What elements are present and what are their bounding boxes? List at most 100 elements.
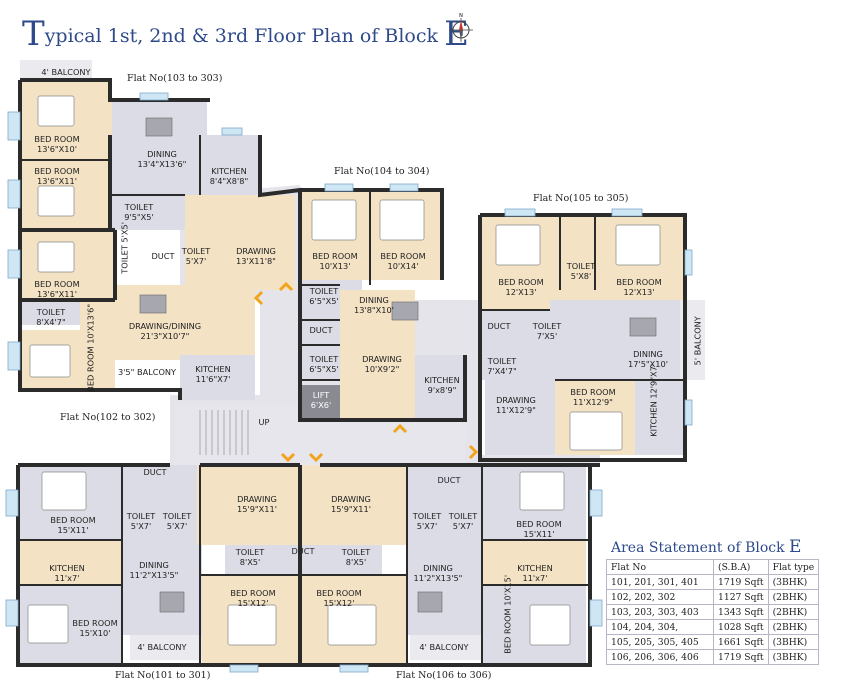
bedroom-label: BED ROOM 12'X13': [616, 277, 662, 297]
table-cell: (2BHK): [767, 589, 820, 605]
flat-label-101: Flat No(101 to 301): [115, 670, 211, 681]
balcony-label: 4' BALCONY: [137, 642, 187, 652]
table-cell: 103, 203, 303, 403: [606, 604, 714, 620]
toilet-label: TOILET 8'X5': [341, 547, 371, 567]
table-cell: 106, 206, 306, 406: [606, 649, 714, 665]
balcony-label: 4' BALCONY: [41, 67, 91, 77]
flat-label-104: Flat No(104 to 304): [334, 166, 430, 177]
duct-label: DUCT: [143, 467, 167, 477]
toilet-label: TOILET 5'X7': [162, 511, 192, 531]
toilet-label: TOILET 9'5"X5': [124, 202, 154, 222]
kitchen-label: KITCHEN 11'x7': [49, 563, 85, 583]
area-statement-table: Flat No (S.B.A) Flat type 101, 201, 301,…: [606, 559, 820, 665]
kitchen-label: KITCHEN 9'x8'9": [424, 375, 460, 395]
drawing-dining-label: DRAWING/DINING 21'3"X10'7": [128, 321, 202, 341]
table-cell: 1719 Sqft: [713, 574, 769, 590]
drawing-label: DRAWING 11'X12'9": [496, 395, 536, 415]
balcony-label: 3'5" BALCONY: [117, 367, 177, 377]
table-cell: (2BHK): [767, 619, 820, 635]
duct-label: DUCT: [309, 325, 333, 335]
bedroom-label: BED ROOM 13'6"X11': [34, 166, 80, 186]
bedroom-label: BED ROOM 15'X12': [316, 588, 362, 608]
bedroom-label: BED ROOM 13'6"X10': [34, 134, 80, 154]
duct-label: DUCT: [291, 546, 315, 556]
stair-up-label: UP: [258, 417, 270, 427]
kitchen-label: KITCHEN 12'9"X7': [648, 363, 659, 437]
toilet-label: TOILET 5'X8': [566, 261, 596, 281]
toilet-label: TOILET 5'X7': [126, 511, 156, 531]
table-cell: 102, 202, 302: [606, 589, 714, 605]
toilet-label: TOILET 8'X4'7": [36, 307, 66, 327]
drawing-label: DRAWING 15'9"X11': [237, 494, 277, 514]
toilet-label: TOILET 8'X5': [235, 547, 265, 567]
table-row: 105, 205, 305, 405 1661 Sqft (3BHK): [606, 634, 820, 650]
dining-label: DINING 13'4"X13'6": [137, 149, 187, 169]
dining-label: DINING 11'2"X13'5": [413, 563, 463, 583]
table-cell: (3BHK): [767, 574, 820, 590]
drawing-label: DRAWING 13'X11'8": [236, 246, 276, 266]
bedroom-label: BED ROOM 15'X10': [72, 618, 118, 638]
lift-label: LIFT 6'X6': [310, 390, 332, 410]
table-row: 102, 202, 302 1127 Sqft (2BHK): [606, 589, 820, 605]
column-header: Flat No: [606, 559, 714, 575]
balcony-label: 4' BALCONY: [419, 642, 469, 652]
flat-label-105: Flat No(105 to 305): [533, 193, 629, 204]
table-row: 106, 206, 306, 406 1719 Sqft (3BHK): [606, 649, 820, 665]
dining-label: DINING 17'5"X10': [628, 349, 668, 369]
table-cell: 1343 Sqft: [713, 604, 769, 620]
bedroom-label: BED ROOM 15'X11': [50, 515, 96, 535]
kitchen-label: KITCHEN 8'4"X8'8": [209, 166, 249, 186]
toilet-label: TOILET 7'X5': [532, 321, 562, 341]
flat-label-106: Flat No(106 to 306): [396, 670, 492, 681]
column-header: (S.B.A): [713, 559, 769, 575]
table-cell: 101, 201, 301, 401: [606, 574, 714, 590]
toilet-label: TOILET 7'X4'7": [487, 356, 517, 376]
dining-label: DINING 11'2"X13'5": [129, 560, 179, 580]
drawing-label: DRAWING 10'X9'2": [362, 354, 402, 374]
compass-icon: N: [449, 13, 473, 42]
table-header-row: Flat No (S.B.A) Flat type: [606, 559, 820, 575]
table-cell: 1719 Sqft: [713, 649, 769, 665]
table-cell: (3BHK): [767, 634, 820, 650]
table-row: 104, 204, 304, 1028 Sqft (2BHK): [606, 619, 820, 635]
bedroom-label: BED ROOM 10'X13': [312, 251, 358, 271]
table-cell: 1127 Sqft: [713, 589, 769, 605]
balcony-label: 5' BALCONY: [692, 316, 703, 366]
bedroom-label: BED ROOM 10'X14': [380, 251, 426, 271]
table-cell: 104, 204, 304,: [606, 619, 714, 635]
table-cell: (2BHK): [767, 604, 820, 620]
table-cell: 105, 205, 305, 405: [606, 634, 714, 650]
table-cell: (3BHK): [767, 649, 820, 665]
toilet-label: TOILET 6'5"X5': [309, 286, 339, 306]
bedroom-label: BED ROOM 10'X13'6": [85, 303, 96, 392]
toilet-label: TOILET 5'X7': [448, 511, 478, 531]
toilet-label: TOILET 5'X5': [119, 222, 130, 274]
page-title: Typical 1st, 2nd & 3rd Floor Plan of Blo…: [22, 14, 469, 54]
table-row: 101, 201, 301, 401 1719 Sqft (3BHK): [606, 574, 820, 590]
duct-label: DUCT: [151, 251, 175, 261]
flat-label-103: Flat No(103 to 303): [127, 73, 223, 84]
toilet-label: TOILET 5'X7': [181, 246, 211, 266]
bedroom-label: BED ROOM 10'X15': [502, 574, 513, 654]
flat-label-102: Flat No(102 to 302): [60, 412, 156, 423]
svg-text:N: N: [459, 13, 463, 19]
dining-label: DINING 13'8"X10': [354, 295, 394, 315]
bedroom-label: BED ROOM 15'X12': [230, 588, 276, 608]
duct-label: DUCT: [437, 475, 461, 485]
table-cell: 1661 Sqft: [713, 634, 769, 650]
table-cell: 1028 Sqft: [713, 619, 769, 635]
duct-label: DUCT: [487, 321, 511, 331]
kitchen-label: KITCHEN 11'x7': [517, 563, 553, 583]
bedroom-label: BED ROOM 11'X12'9": [570, 387, 616, 407]
area-statement-title: Area Statement of Block E: [611, 537, 802, 557]
toilet-label: TOILET 5'X7': [412, 511, 442, 531]
toilet-label: TOILET 6'5"X5': [309, 354, 339, 374]
kitchen-label: KITCHEN 11'6"X7': [195, 364, 231, 384]
bedroom-label: BED ROOM 12'X13': [498, 277, 544, 297]
table-row: 103, 203, 303, 403 1343 Sqft (2BHK): [606, 604, 820, 620]
drawing-label: DRAWING 15'9"X11': [331, 494, 371, 514]
bedroom-label: BED ROOM 15'X11': [516, 519, 562, 539]
column-header: Flat type: [767, 559, 820, 575]
bedroom-label: BED ROOM 13'6"X11': [34, 279, 80, 299]
